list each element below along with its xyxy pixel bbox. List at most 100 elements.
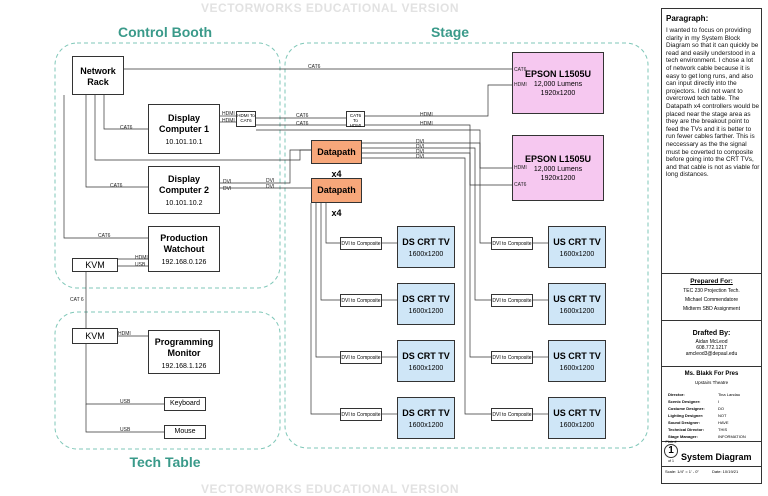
network-rack: Network Rack (72, 56, 124, 95)
production-watchout-title: Production Watchout (160, 233, 208, 254)
dvi-composite-ds-2: DVI to Composite (340, 294, 382, 307)
label-dvi-dp1-3: DVI (416, 149, 425, 155)
us-tv-1-title: US CRT TV (553, 237, 601, 247)
label-hdmi-kvm: HDMI (135, 255, 148, 261)
epson-2-res: 1920x1200 (540, 175, 576, 182)
cable-dp2-dvi4 (310, 203, 340, 415)
label-hdmi-out-b: HDMI (420, 121, 433, 127)
hdmi-to-cat6-converter: HDMI To CAT6 (236, 111, 256, 127)
label-dvi-dp-b: DVI (266, 184, 275, 190)
label-dvi-dp-a: DVI (266, 178, 275, 184)
ds-tv-3-res: 1600x1200 (408, 365, 444, 372)
keyboard-label: Keyboard (170, 400, 200, 407)
programming-monitor-title: Programming Monitor (154, 337, 214, 358)
epson-2-lumens: 12,000 Lumens (533, 166, 583, 173)
label-dvi-dc2-a: DVI (223, 179, 232, 185)
datapath-2-label: Datapath x4 (317, 185, 356, 218)
drafted-by-email: amcleod3@depaul.edu (685, 351, 738, 357)
prepared-for-line3: Midterm SBD Assignment (683, 306, 740, 312)
dvi-composite-us-2: DVI to Composite (491, 294, 533, 307)
cable-kvm-mouse (85, 404, 164, 433)
us-crt-tv-2: US CRT TV 1600x1200 (548, 283, 606, 325)
plate-label: Plate # (665, 440, 677, 444)
ds-crt-tv-3: DS CRT TV 1600x1200 (397, 340, 455, 382)
credit-director: Director:Tina Landau (668, 392, 741, 397)
dvi-composite-ds-3: DVI to Composite (340, 351, 382, 364)
watermark-top: VECTORWORKS EDUCATIONAL VERSION (201, 1, 459, 15)
prepared-for-line2: Michael Commendatore (684, 297, 739, 303)
ds-crt-tv-4: DS CRT TV 1600x1200 (397, 397, 455, 439)
display-computer-1-title: Display Computer 1 (158, 113, 209, 134)
label-dvi-dp1-1: DVI (416, 139, 425, 145)
kvm-table-label: KVM (85, 331, 105, 341)
us-tv-2-res: 1600x1200 (559, 308, 595, 315)
us-tv-3-title: US CRT TV (553, 351, 601, 361)
label-hdmi-out-a: HDMI (420, 112, 433, 118)
label-cat6-epson2: CAT6 (514, 182, 527, 188)
epson-1-title: EPSON L1505U (524, 69, 592, 79)
ds-tv-4-res: 1600x1200 (408, 422, 444, 429)
plate-of: of 1 (668, 459, 674, 463)
plate-number: 1 (668, 445, 674, 456)
ds-crt-tv-2: DS CRT TV 1600x1200 (397, 283, 455, 325)
datapath-1-label: Datapath x4 (317, 147, 356, 179)
control-booth-zone (54, 42, 281, 289)
credit-scenic: Scenic Designer:I (668, 399, 720, 404)
cat6-to-hdmi-converter: CAT6 To HDMI (346, 111, 365, 128)
plate-title: System Diagram (681, 452, 752, 462)
stage-zone (284, 42, 649, 449)
dvi-composite-ds-1: DVI to Composite (340, 237, 382, 250)
us-tv-4-title: US CRT TV (553, 408, 601, 418)
mouse-label: Mouse (174, 428, 196, 435)
stage-title: Stage (430, 24, 470, 40)
drafted-by-phone: 608.772.1217 (696, 345, 727, 351)
credit-lighting: Lighting Designer:NOT (668, 413, 727, 418)
label-cat6-mid-a: CAT6 (296, 113, 309, 119)
cable-dp2-dvi1 (325, 203, 340, 244)
epson-projector-2: EPSON L1505U 12,000 Lumens 1920x1200 (512, 135, 604, 201)
cable-rack-dc2 (85, 95, 148, 188)
production-watchout-ip: 192.168.0.126 (161, 259, 207, 266)
display-computer-1: Display Computer 1 10.101.10.1 (148, 104, 220, 154)
cable-dp2-dvi3 (315, 203, 340, 358)
prepared-for-title: Prepared For: (690, 278, 733, 285)
label-dvi-dc2-b: DVI (223, 186, 232, 192)
us-crt-tv-4: US CRT TV 1600x1200 (548, 397, 606, 439)
ds-crt-tv-1: DS CRT TV 1600x1200 (397, 226, 455, 268)
us-crt-tv-1: US CRT TV 1600x1200 (548, 226, 606, 268)
prepared-for-line1: TEC 230 Projection Tech. (683, 288, 740, 294)
drafted-by-title: Drafted By: (692, 330, 731, 337)
section-divider-1 (661, 273, 762, 274)
label-usb-kvm: USB (135, 262, 146, 268)
label-dvi-dp1-2: DVI (416, 144, 425, 150)
label-cat6-mid-b: CAT6 (296, 121, 309, 127)
label-cat6-dc2: CAT6 (110, 183, 123, 189)
section-divider-5 (661, 466, 762, 467)
tech-table-title: Tech Table (129, 454, 201, 470)
ds-tv-1-res: 1600x1200 (408, 251, 444, 258)
ds-tv-2-title: DS CRT TV (402, 294, 450, 304)
label-hdmi-epson2: HDMI (514, 165, 527, 171)
network-rack-label: Network Rack (80, 66, 116, 87)
dvi-composite-ds-4: DVI to Composite (340, 408, 382, 421)
cable-hdmi-epson1 (365, 84, 512, 117)
keyboard: Keyboard (164, 397, 206, 411)
us-tv-4-res: 1600x1200 (559, 422, 595, 429)
credit-costume: Costume Designer:DO (668, 406, 724, 411)
section-divider-4 (661, 441, 762, 442)
title-block-panel (661, 8, 762, 484)
cable-dp1-dvi2 (362, 147, 525, 301)
cable-dc2-dvi1 (220, 149, 311, 184)
cable-rack-watchout (63, 95, 148, 239)
kvm-booth-label: KVM (85, 260, 105, 270)
show-venue: Upstairs Theatre (694, 380, 729, 385)
cable-hdmi-epson2 (365, 124, 512, 186)
datapath-2: Datapath x4 (311, 178, 362, 218)
credit-sm: Stage Manager:INFORMATION (668, 434, 746, 439)
label-hdmi-progmon: HDMI (118, 331, 131, 337)
ds-tv-4-title: DS CRT TV (402, 408, 450, 418)
ds-tv-2-res: 1600x1200 (408, 308, 444, 315)
paragraph-title: Paragraph: (666, 14, 709, 23)
label-cat6-dc1: CAT6 (120, 125, 133, 131)
label-usb-keyboard: USB (120, 399, 131, 405)
